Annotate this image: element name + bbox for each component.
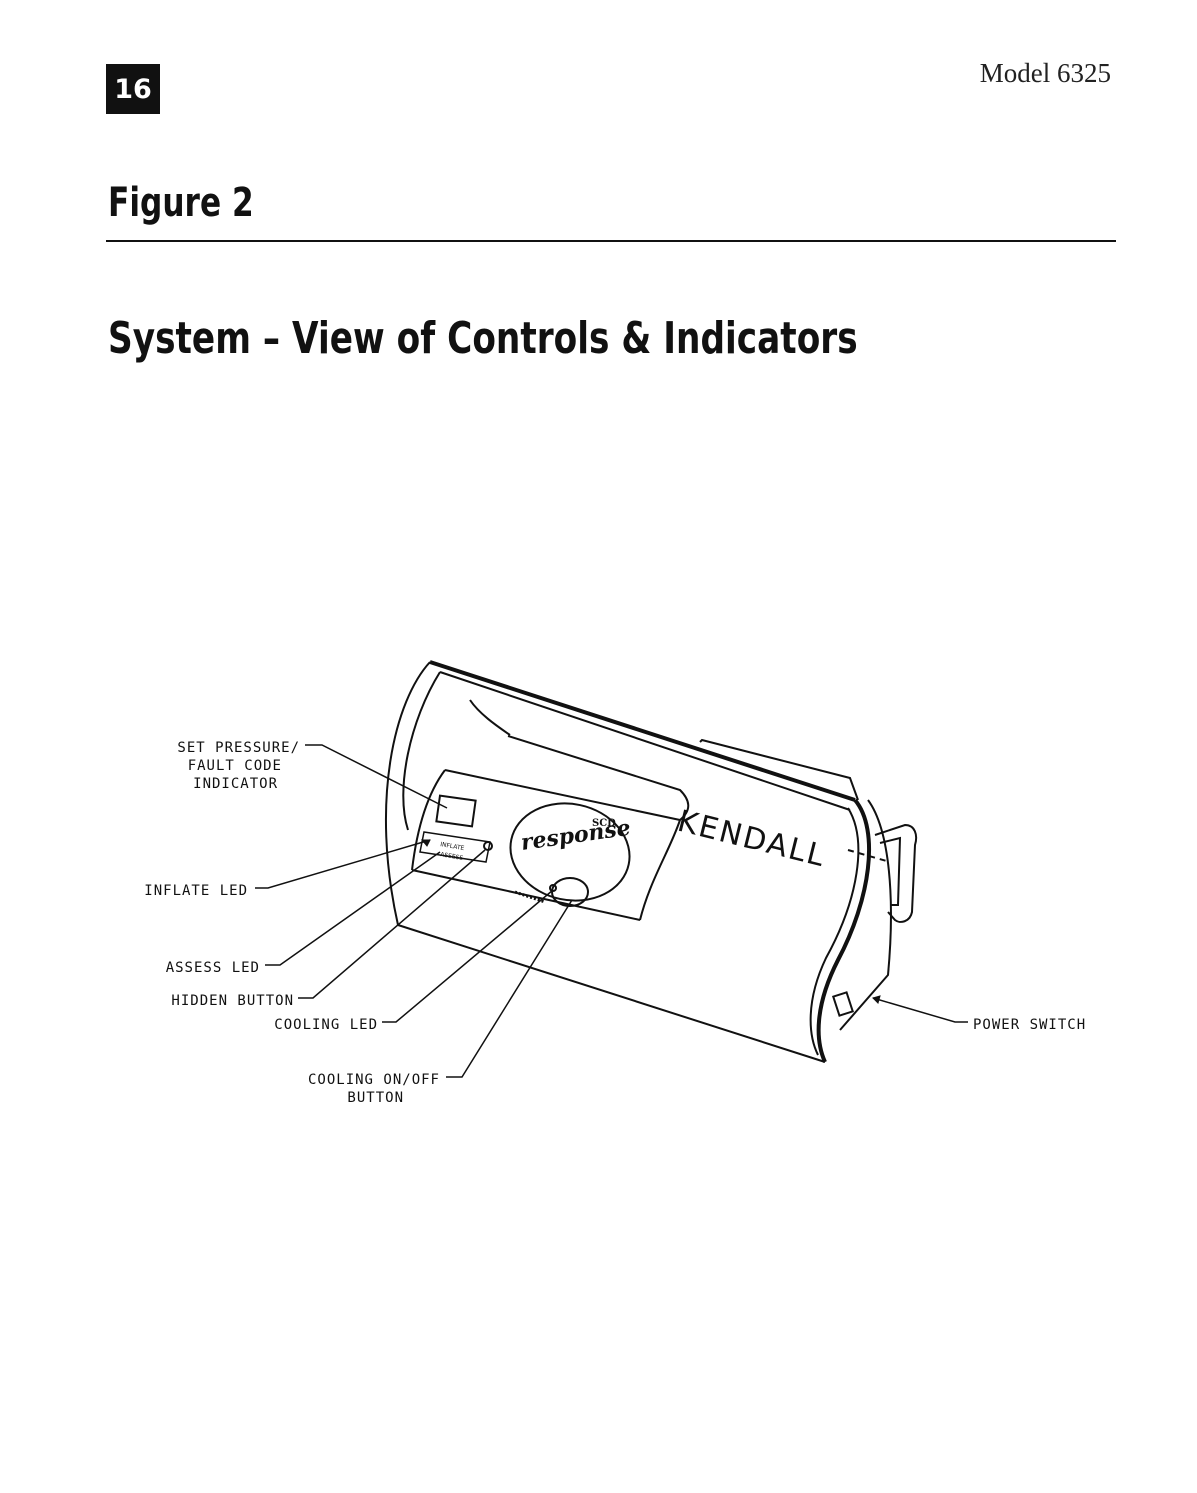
device-product-tag: SCD xyxy=(592,818,616,829)
leader-inflate-led xyxy=(255,840,430,888)
callout-power-switch: POWER SWITCH xyxy=(973,1017,1086,1033)
callout-inflate-led: INFLATE LED xyxy=(144,883,248,899)
leader-power-switch xyxy=(873,998,968,1022)
callout-assess-led: ASSESS LED xyxy=(166,960,260,976)
leader-assess-led xyxy=(265,852,440,965)
device-brand: KENDALL xyxy=(674,804,830,875)
panel-top-curve xyxy=(470,700,510,735)
power-switch-shape xyxy=(833,992,852,1015)
callout-cooling-button-line1: COOLING ON/OFF xyxy=(308,1072,440,1088)
leader-hidden-button xyxy=(298,850,485,998)
leader-power-switch-arrow xyxy=(873,996,880,1003)
leader-inflate-arrow xyxy=(422,840,430,846)
set-pressure-display xyxy=(436,796,475,827)
callout-set-pressure-line1: SET PRESSURE/ xyxy=(177,740,300,756)
callout-set-pressure-line3: INDICATOR xyxy=(193,776,278,792)
device-top-inner xyxy=(440,672,850,810)
callout-cooling-led: COOLING LED xyxy=(274,1017,378,1033)
leader-set-pressure xyxy=(305,745,447,808)
leader-cooling-led xyxy=(382,890,553,1022)
panel-assess-label: ASSESS xyxy=(440,851,464,862)
device-top-edge xyxy=(430,662,855,800)
callout-set-pressure-line2: FAULT CODE xyxy=(188,758,282,774)
panel-recess-top xyxy=(508,736,688,820)
callout-hidden-button: HIDDEN BUTTON xyxy=(171,993,294,1009)
panel-top xyxy=(445,770,680,820)
device-rear-tab xyxy=(700,740,858,800)
device-bottom-edge xyxy=(398,925,825,1062)
callout-cooling-button-line2: BUTTON xyxy=(347,1090,404,1106)
